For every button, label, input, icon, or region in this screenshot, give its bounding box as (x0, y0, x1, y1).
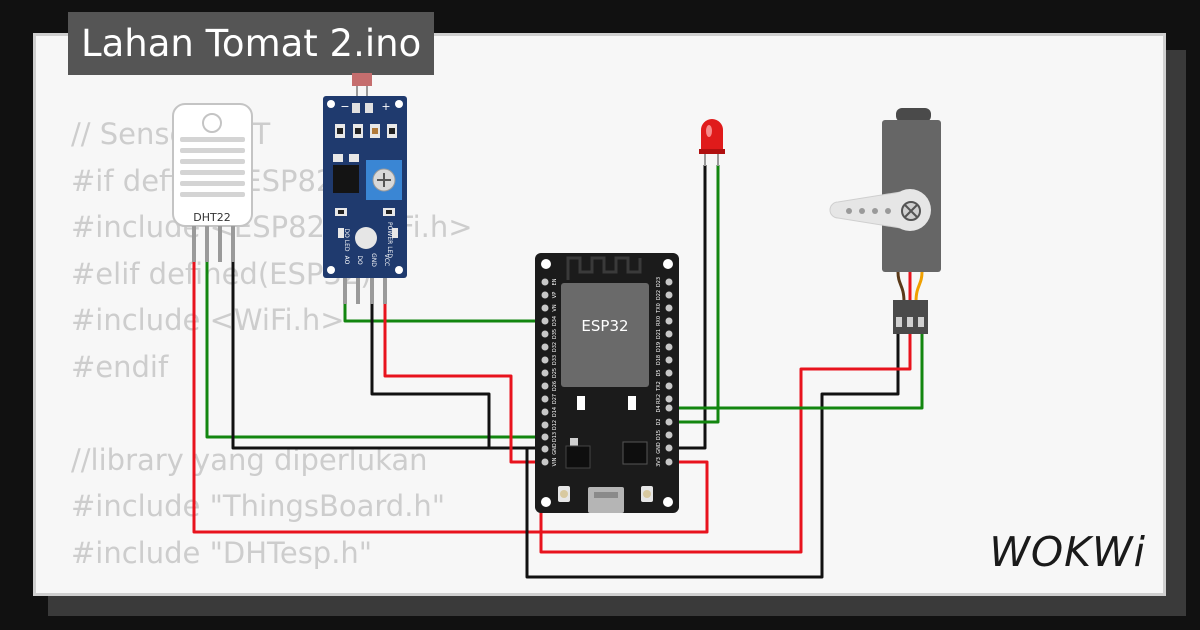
svg-text:VN: VN (552, 304, 558, 311)
wire-ldr-ao-green (343, 302, 545, 323)
esp32-usb-port[interactable] (588, 487, 624, 513)
svg-text:GND: GND (656, 442, 662, 454)
servo-motor-icon[interactable] (829, 108, 941, 334)
wire-ldr-vcc-red (383, 302, 545, 464)
esp32-board-icon[interactable]: ESP32 EN VP VN D34 D35 D32 D33 D25 D26 D… (535, 253, 679, 513)
dht-grille (180, 137, 245, 197)
esp32-label: ESP32 (581, 317, 628, 335)
ldr-smd-parts (333, 124, 397, 162)
photoresistor-module-icon[interactable]: − + DO LED POWER LED AO DO GND VCC (323, 73, 407, 304)
wires (192, 165, 924, 579)
svg-text:RX2: RX2 (656, 394, 662, 404)
svg-text:D27: D27 (552, 394, 558, 404)
svg-text:D23: D23 (656, 277, 662, 287)
svg-text:TX2: TX2 (656, 381, 662, 392)
code-line: #endif (71, 349, 169, 384)
svg-text:DO LED: DO LED (343, 228, 350, 251)
svg-text:D15: D15 (656, 430, 662, 440)
svg-text:DO: DO (356, 255, 363, 265)
svg-text:D5: D5 (656, 369, 662, 376)
svg-text:RX0: RX0 (656, 316, 662, 326)
wokwi-logo: WOKWi (989, 528, 1146, 576)
project-title: Lahan Tomat 2.ino (68, 12, 435, 75)
svg-text:VIN: VIN (552, 457, 558, 466)
wire-dht-red (192, 262, 709, 534)
dht-mount-hole (202, 113, 222, 133)
svg-text:D22: D22 (656, 290, 662, 300)
svg-text:VP: VP (552, 292, 558, 298)
wire-servo-red (539, 332, 912, 554)
svg-text:VCC: VCC (383, 254, 390, 266)
wire-servo-green (670, 332, 924, 410)
code-line: #include "ThingsBoard.h" (71, 489, 446, 523)
svg-text:TX0: TX0 (656, 303, 662, 314)
dht22-sensor-icon[interactable]: DHT22 (172, 103, 253, 262)
svg-text:AO: AO (343, 256, 350, 265)
ldr-comparator-chip (333, 165, 359, 193)
esp32-pin-pads (541, 278, 673, 466)
svg-text:D26: D26 (552, 381, 558, 391)
svg-text:EN: EN (552, 278, 558, 285)
wire-ldr-gnd-black (370, 302, 545, 450)
svg-text:D25: D25 (552, 368, 558, 378)
svg-text:−: − (340, 100, 349, 113)
dht-label: DHT22 (193, 211, 230, 224)
svg-text:3V3: 3V3 (656, 457, 662, 467)
svg-text:D13: D13 (552, 432, 558, 442)
esp32-shield (561, 283, 649, 387)
svg-text:D34: D34 (552, 316, 558, 326)
wire-led-green (670, 165, 720, 424)
svg-text:POWER LED: POWER LED (386, 222, 393, 258)
ldr-led-indicator (355, 227, 377, 249)
wire-dht-green (205, 262, 545, 439)
svg-text:+: + (381, 100, 390, 113)
svg-text:D12: D12 (552, 420, 558, 430)
wire-dht-black (231, 262, 545, 450)
red-led-icon[interactable] (699, 119, 725, 166)
svg-text:D4: D4 (656, 405, 662, 412)
ldr-pins (343, 278, 387, 304)
esp32-regulator (565, 445, 591, 469)
wire-servo-black (525, 332, 900, 579)
dht-pins (192, 226, 235, 262)
code-line: #include "DHTesp.h" (71, 535, 373, 570)
svg-text:D33: D33 (552, 355, 558, 365)
svg-text:D2: D2 (656, 418, 662, 425)
ldr-head (352, 73, 372, 86)
svg-text:D18: D18 (656, 355, 662, 365)
svg-text:D14: D14 (552, 407, 558, 417)
wire-led-black (670, 165, 707, 450)
led-dome (701, 119, 723, 152)
svg-text:GND: GND (552, 443, 558, 455)
svg-text:D32: D32 (552, 342, 558, 352)
svg-text:D35: D35 (552, 329, 558, 339)
svg-text:GND: GND (370, 253, 377, 267)
svg-text:D19: D19 (656, 342, 662, 352)
svg-text:D21: D21 (656, 329, 662, 339)
esp32-usb-chip (622, 441, 648, 465)
esp32-pin-labels: EN VP VN D34 D35 D32 D33 D25 D26 D27 D14… (552, 277, 662, 467)
esp32-antenna (566, 256, 642, 280)
